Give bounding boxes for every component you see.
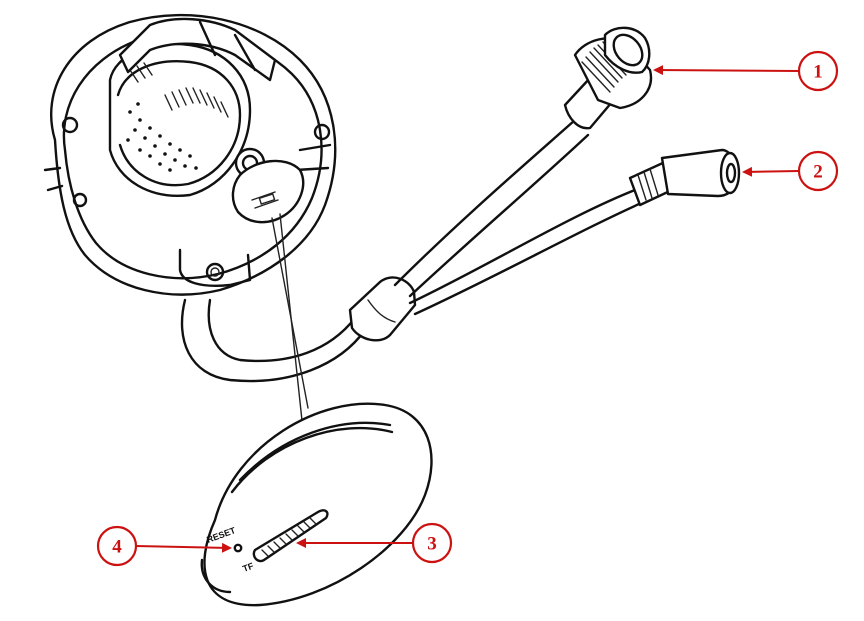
screw-hole-icon <box>61 116 79 134</box>
dome-camera <box>43 13 337 296</box>
callout-label-4: 4 <box>112 537 122 558</box>
callouts: 1 2 3 4 <box>96 50 839 567</box>
callout-circle-1 <box>797 50 839 92</box>
power-connector <box>628 148 741 207</box>
memory-card-slot <box>252 509 329 563</box>
cables <box>180 118 650 383</box>
callout-label-2: 2 <box>813 162 823 183</box>
screw-hole-icon <box>205 262 225 282</box>
network-connector <box>563 26 653 130</box>
callout-circle-2 <box>797 150 839 192</box>
tf-label: TF <box>241 561 255 574</box>
callout-arrow-2 <box>742 166 800 177</box>
callout-arrow-1 <box>653 65 800 76</box>
reset-button <box>233 543 243 553</box>
callout-label-1: 1 <box>813 62 823 83</box>
screw-hole-icon <box>72 192 88 208</box>
zoom-leader-line <box>279 213 304 431</box>
callout-circle-3 <box>411 522 453 564</box>
card-compartment <box>231 159 305 224</box>
screw-hole-icon <box>313 123 331 141</box>
callout-label-3: 3 <box>427 534 437 555</box>
cable-splitter <box>348 276 417 342</box>
zoom-detail: RESET TF <box>200 213 433 607</box>
callout-arrow-4 <box>135 542 232 553</box>
vent-holes <box>126 102 198 172</box>
callout-circle-4 <box>96 525 138 567</box>
